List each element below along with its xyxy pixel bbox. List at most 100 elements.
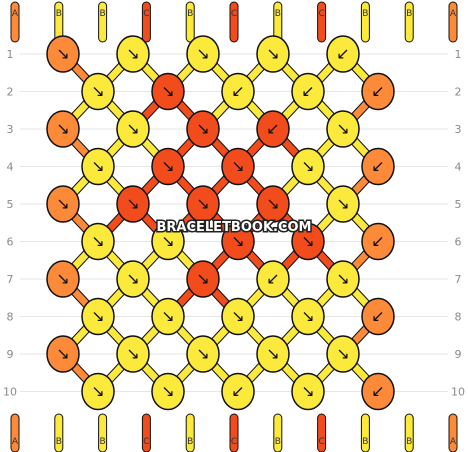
knot-shape <box>116 185 150 223</box>
knot: ↘ <box>116 110 150 148</box>
knot: ↘ <box>326 185 360 223</box>
knot-arrow-icon: ↘ <box>126 194 139 213</box>
row-number-right: 5 <box>455 198 462 211</box>
knot-shape <box>46 335 80 373</box>
knot-arrow-icon: ↙ <box>301 82 314 101</box>
knot: ↘ <box>256 35 290 73</box>
knot-arrow-icon: ↘ <box>301 232 314 251</box>
knot-shape <box>361 372 395 411</box>
string-label-top: C <box>231 9 237 19</box>
knot-shape <box>81 72 115 111</box>
knot-shape <box>326 110 360 148</box>
string-label-top: B <box>100 9 106 19</box>
knot-shape <box>116 35 150 73</box>
knot-arrow-icon: ↘ <box>56 194 69 213</box>
string-label-bottom: B <box>275 437 281 447</box>
string-label-bottom: A <box>12 437 19 447</box>
string-label-bottom: B <box>362 437 368 447</box>
knot-shape <box>81 297 115 336</box>
knot-arrow-icon: ↙ <box>371 157 384 176</box>
knot: ↘ <box>81 372 115 411</box>
row-number-right: 2 <box>455 86 462 99</box>
knot-arrow-icon: ↙ <box>266 269 279 288</box>
knot-shape <box>116 260 150 298</box>
knot-shape <box>186 110 220 148</box>
knot: ↙ <box>221 372 255 411</box>
knot-arrow-icon: ↙ <box>231 382 244 401</box>
knot-shape <box>116 110 150 148</box>
knot-arrow-icon: ↘ <box>161 232 174 251</box>
knot-arrow-icon: ↘ <box>56 269 69 288</box>
knot: ↘ <box>221 147 255 186</box>
row-number-left: 4 <box>7 161 14 174</box>
knot: ↘ <box>116 185 150 223</box>
string-label-top: B <box>406 9 412 19</box>
knot-shape <box>186 260 220 298</box>
row-number-right: 9 <box>455 348 462 361</box>
knot: ↘ <box>116 335 150 373</box>
knot: ↘ <box>326 260 360 298</box>
knot: ↘ <box>186 335 220 373</box>
knot-shape <box>81 222 115 261</box>
knot-shape <box>326 260 360 298</box>
knot: ↘ <box>151 372 185 411</box>
knot: ↘ <box>46 35 80 73</box>
knot-arrow-icon: ↘ <box>336 194 349 213</box>
knot-arrow-icon: ↘ <box>196 344 209 363</box>
knot-shape <box>46 110 80 148</box>
knot-arrow-icon: ↘ <box>91 382 104 401</box>
knot: ↘ <box>46 110 80 148</box>
knot-shape <box>151 372 185 411</box>
string-label-top: C <box>318 9 324 19</box>
knot-shape <box>81 147 115 186</box>
string-label-top: C <box>143 9 149 19</box>
knot-arrow-icon: ↘ <box>336 344 349 363</box>
knot: ↘ <box>291 372 325 411</box>
knot-arrow-icon: ↘ <box>126 119 139 138</box>
row-number-right: 3 <box>455 123 462 136</box>
knot: ↘ <box>186 260 220 298</box>
knot-shape <box>256 260 290 298</box>
knot: ↘ <box>326 110 360 148</box>
knot: ↙ <box>361 147 395 186</box>
knot: ↘ <box>151 147 185 186</box>
string-label-bottom: B <box>406 437 412 447</box>
string-label-top: A <box>12 9 19 19</box>
knot: ↘ <box>291 297 325 336</box>
knot: ↘ <box>81 222 115 261</box>
string-label-bottom: B <box>187 437 193 447</box>
row-number-right: 6 <box>455 236 462 249</box>
knot-arrow-icon: ↘ <box>336 119 349 138</box>
string-label-bottom: B <box>100 437 106 447</box>
row-number-right: 7 <box>455 273 462 286</box>
knot-shape <box>46 185 80 223</box>
knot-arrow-icon: ↘ <box>161 307 174 326</box>
knot: ↙ <box>221 72 255 111</box>
knot: ↘ <box>151 72 185 111</box>
knot-arrow-icon: ↘ <box>161 157 174 176</box>
knot-arrow-icon: ↙ <box>371 232 384 251</box>
row-number-right: 1 <box>455 48 462 61</box>
knot: ↙ <box>361 372 395 411</box>
knot: ↘ <box>151 222 185 261</box>
knot: ↙ <box>256 110 290 148</box>
knot-shape <box>291 222 325 261</box>
string-label-bottom: C <box>318 437 324 447</box>
knot-arrow-icon: ↘ <box>161 382 174 401</box>
knot: ↘ <box>291 147 325 186</box>
knot-shape <box>151 147 185 186</box>
knot-shape <box>291 297 325 336</box>
knot-arrow-icon: ↘ <box>91 232 104 251</box>
knot-arrow-icon: ↙ <box>371 82 384 101</box>
row-number-left: 2 <box>7 86 14 99</box>
knot-shape <box>221 72 255 111</box>
knot-arrow-icon: ↘ <box>91 307 104 326</box>
knot-shape <box>221 147 255 186</box>
string-label-top: B <box>187 9 193 19</box>
knot: ↘ <box>186 185 220 223</box>
knot-arrow-icon: ↘ <box>266 344 279 363</box>
knot-shape <box>221 372 255 411</box>
knot-shape <box>361 297 395 336</box>
